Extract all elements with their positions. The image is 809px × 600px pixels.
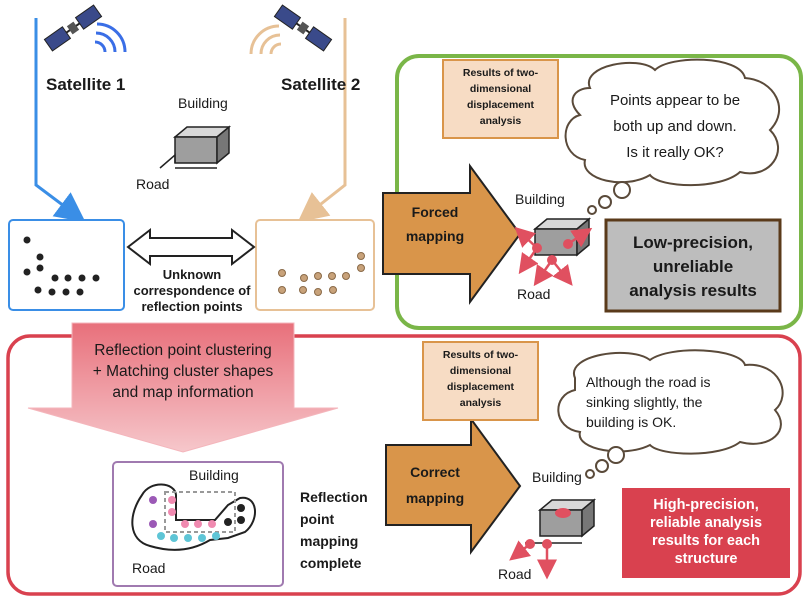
clustering-text: Reflection point clustering + Matching c… (92, 342, 274, 401)
mapped-purple-points (149, 496, 157, 528)
building-icon-top (159, 125, 232, 169)
satellite-1-label: Satellite 1 (46, 75, 126, 94)
mapping-complete-label: Reflection point mapping complete (300, 489, 368, 571)
beam-satellite-2 (297, 18, 347, 223)
correct-results-box (422, 341, 539, 421)
forced-bubble-text: Points appear to be both up and down. Is… (609, 92, 741, 161)
double-arrow (126, 227, 256, 267)
building-dashed-outline (164, 491, 236, 533)
building-label-mapping: Building (189, 467, 239, 483)
building-icon-correct (525, 498, 597, 544)
mapped-black-points (224, 504, 245, 526)
correct-mapping-label: Correct mapping (405, 464, 465, 506)
forced-thought-bubble (564, 58, 781, 215)
building-label-top: Building (178, 95, 228, 111)
forced-points (532, 239, 573, 265)
satellite-2-points (278, 252, 365, 296)
high-precision-text: High-precision, reliable analysis result… (649, 497, 763, 567)
road-label-top: Road (136, 176, 170, 192)
mapped-road-points (157, 532, 220, 542)
mapped-building-points (168, 496, 216, 528)
unknown-correspondence-label: Unknown correspondence of reflection poi… (133, 267, 251, 314)
correct-bubble-text: Although the road is sinking slightly, t… (586, 374, 711, 430)
satellite-2-label: Satellite 2 (281, 75, 361, 94)
road-label-mapping: Road (132, 560, 166, 576)
road-label-correct: Road (498, 566, 532, 582)
clustering-arrow (27, 322, 339, 453)
correct-points (525, 508, 571, 549)
correct-thought-bubble (557, 349, 784, 479)
forced-results-box (442, 59, 559, 139)
beam-satellite-1 (34, 18, 86, 223)
road-label-forced: Road (517, 286, 551, 302)
low-precision-box (604, 218, 782, 313)
forced-mapping-arrow (382, 162, 522, 306)
correct-results-label: Results of two- dimensional displacement… (442, 349, 519, 409)
correct-mapping-arrow (385, 415, 522, 556)
satellite-1-points-panel (8, 219, 125, 311)
satellite-1-icon (43, 4, 127, 53)
forced-results-label: Results of two- dimensional displacement… (462, 67, 539, 127)
building-icon-forced (532, 217, 592, 257)
low-precision-text: Low-precision, unreliable analysis resul… (629, 233, 757, 300)
high-precision-box (622, 488, 790, 578)
building-label-forced: Building (515, 191, 565, 207)
satellite-1-points (23, 236, 100, 296)
building-label-correct: Building (532, 469, 582, 485)
satellite-2-points-panel (255, 219, 375, 311)
satellite-2-icon (249, 4, 333, 55)
mapping-outline (131, 483, 256, 551)
forced-mapping-label: Forced mapping (405, 204, 465, 244)
